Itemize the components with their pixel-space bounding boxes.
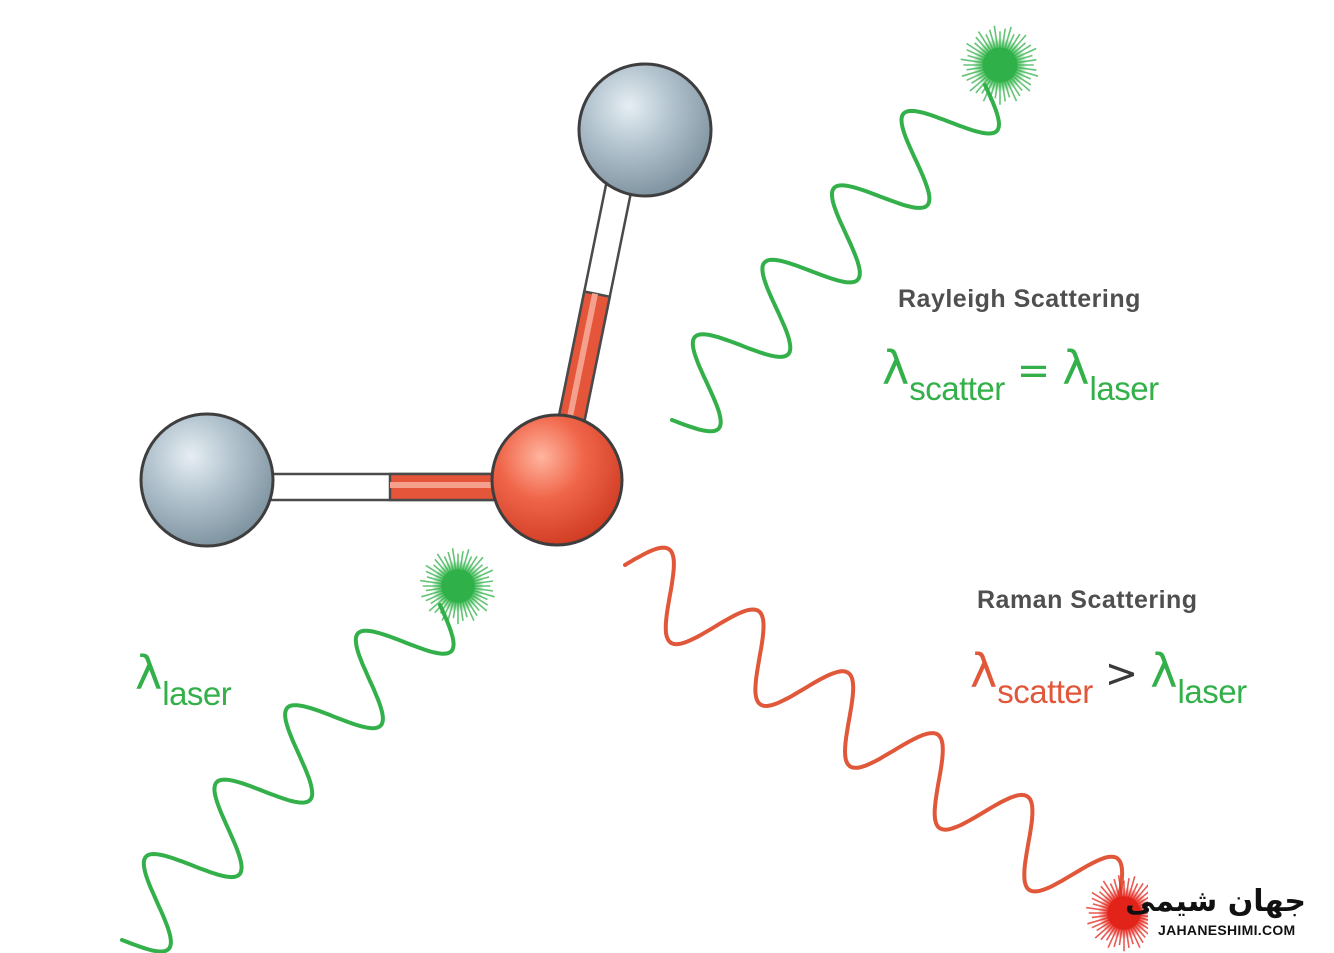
scatter-subscript: scatter: [909, 370, 1005, 407]
lambda-symbol: λ: [1150, 644, 1178, 698]
hydrogen-atom-upper: [577, 62, 713, 198]
raman-photon-glow: [1086, 875, 1161, 952]
rayleigh-formula: λscatter=λlaser: [882, 345, 1159, 405]
rayleigh-scattered-wave: [670, 83, 1002, 434]
incident-photon-glow: [420, 548, 495, 625]
watermark-domain: JAHANESHIMI.COM: [1158, 922, 1296, 938]
laser-subscript: laser: [1177, 673, 1248, 710]
watermark-brand: جهان شیمی: [1125, 884, 1306, 919]
lambda-symbol: λ: [135, 646, 163, 700]
laser-subscript: laser: [162, 675, 232, 712]
greater-than-operator: >: [1104, 651, 1139, 697]
scatter-subscript: scatter: [997, 673, 1093, 710]
raman-title: Raman Scattering: [977, 586, 1198, 614]
hydrogen-atom-left: [139, 412, 275, 548]
lambda-symbol: λ: [1062, 341, 1090, 395]
laser-subscript: laser: [1089, 370, 1160, 407]
bond-upper: [556, 162, 638, 426]
incident-laser-wave: [120, 603, 456, 953]
equals-operator: =: [1016, 348, 1051, 394]
incident-label: λlaser: [135, 650, 232, 710]
watermark-logo: جهان شیمی JAHANESHIMI.COM: [1125, 884, 1318, 946]
lambda-symbol: λ: [970, 644, 998, 698]
lambda-symbol: λ: [882, 341, 910, 395]
raman-scattered-wave: [623, 545, 1125, 907]
rayleigh-photon-glow: [960, 25, 1039, 105]
raman-formula: λscatter>λlaser: [970, 648, 1247, 708]
oxygen-atom: [490, 413, 624, 547]
rayleigh-title: Rayleigh Scattering: [898, 285, 1141, 313]
bond-left: [260, 472, 502, 502]
